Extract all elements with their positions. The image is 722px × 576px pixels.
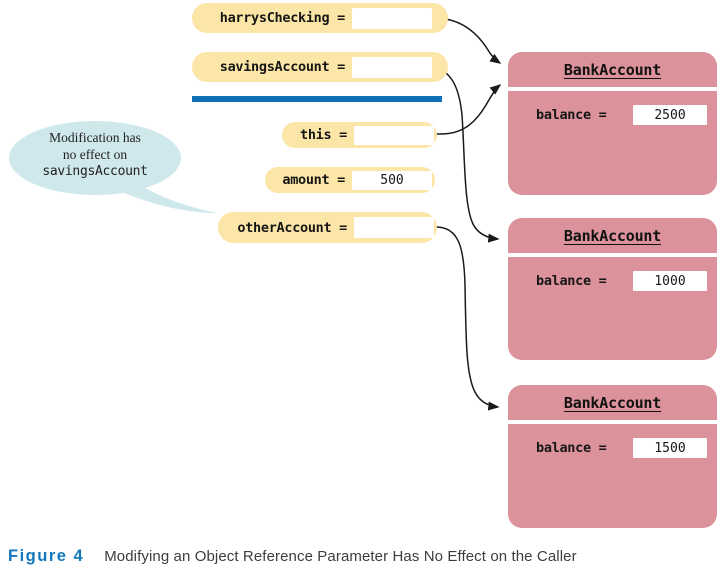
field-value-box: 1000 <box>633 271 707 291</box>
object-bankaccount-1: BankAccount balance = 2500 <box>508 52 717 195</box>
variable-harrysChecking: harrysChecking = <box>192 3 448 33</box>
variable-value-box: 500 <box>352 170 432 190</box>
method-scope-separator <box>192 96 442 102</box>
variable-otherAccount: otherAccount = <box>218 212 437 243</box>
figure-title: Modifying an Object Reference Parameter … <box>104 548 577 565</box>
object-body: balance = 1000 <box>508 257 717 360</box>
object-bankaccount-2: BankAccount balance = 1000 <box>508 218 717 360</box>
class-name: BankAccount <box>563 226 662 245</box>
field-label: balance = <box>536 440 607 456</box>
class-name: BankAccount <box>563 393 662 412</box>
figure-caption: Figure 4 Modifying an Object Reference P… <box>8 547 577 566</box>
arrow-this-to-account1 <box>389 84 502 135</box>
variable-amount: amount = 500 <box>265 167 435 193</box>
field-value-box: 1500 <box>633 438 707 458</box>
callout-line: no effect on <box>62 147 128 162</box>
variable-value-box <box>352 56 432 78</box>
callout-bubble <box>9 121 217 213</box>
callout-text: Modification has no effect on savingsAcc… <box>10 129 180 180</box>
arrow-harrysChecking-to-account1 <box>389 17 502 64</box>
variable-savingsAccount: savingsAccount = <box>192 52 448 82</box>
variable-label: savingsAccount = <box>219 59 346 75</box>
object-bankaccount-3: BankAccount balance = 1500 <box>508 385 717 528</box>
object-header: BankAccount <box>508 385 717 420</box>
arrow-otherAccount-to-account3 <box>391 226 500 411</box>
field-label: balance = <box>536 273 607 289</box>
callout-line-code: savingsAccount <box>42 164 148 179</box>
variable-label: amount = <box>282 172 345 188</box>
object-header: BankAccount <box>508 218 717 253</box>
arrow-savingsAccount-to-account2 <box>391 65 500 243</box>
variable-this: this = <box>282 122 437 148</box>
variable-label: otherAccount = <box>237 219 347 236</box>
object-body: balance = 2500 <box>508 91 717 195</box>
object-header: BankAccount <box>508 52 717 87</box>
figure-number: Figure 4 <box>8 547 85 565</box>
variable-label: harrysChecking = <box>219 10 346 26</box>
field-label: balance = <box>536 107 607 123</box>
variable-label: this = <box>300 127 347 143</box>
callout-line: Modification has <box>49 130 141 145</box>
object-body: balance = 1500 <box>508 424 717 528</box>
field-value-box: 2500 <box>633 105 707 125</box>
variable-value-box <box>352 7 432 29</box>
variable-value-box <box>354 125 434 145</box>
variable-value-box <box>354 217 434 238</box>
class-name: BankAccount <box>563 60 662 79</box>
